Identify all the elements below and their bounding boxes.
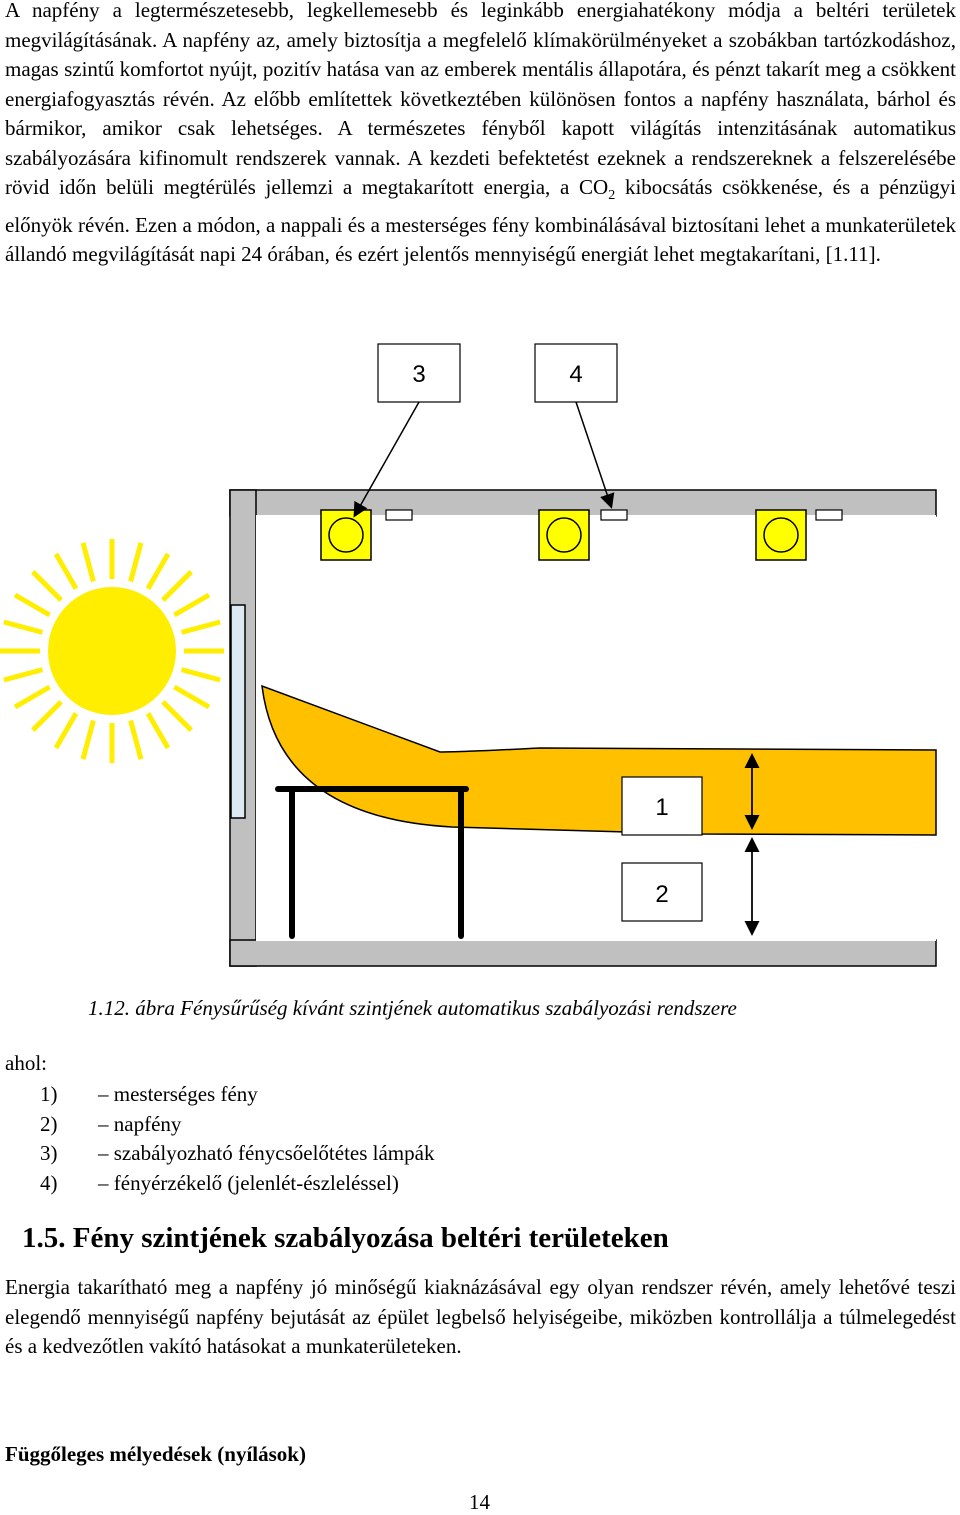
sun-ray	[53, 712, 79, 750]
sun-ray	[180, 667, 221, 683]
co2-subscript: 2	[608, 188, 616, 204]
light-sensor	[600, 509, 628, 521]
label-4: 4	[569, 361, 582, 388]
label-box-3: 3	[377, 343, 461, 403]
dimmable-lamp	[755, 509, 807, 561]
pointer-arrow-3	[353, 401, 420, 518]
dimmable-lamp	[320, 509, 372, 561]
intro-paragraph-text-end: kibocsátás csökkenése, és a pénzügyi elő…	[5, 175, 956, 267]
figure-caption: 1.12. ábra Fénysűrűség kívánt szintjének…	[88, 996, 737, 1020]
label-2: 2	[655, 881, 668, 908]
sun-ray	[3, 667, 44, 683]
section-paragraph: Energia takarítható meg a napfény jó min…	[5, 1275, 956, 1358]
sun-ray	[3, 619, 44, 635]
intro-paragraph: A napfény a legtermészetesebb, legkellem…	[5, 0, 956, 270]
sun-ray	[173, 592, 211, 618]
legend-item: 3)– szabályozható fénycsőelőtétes lámpák	[40, 1141, 435, 1165]
sun-ray	[13, 684, 51, 710]
label-box-1: 1	[621, 776, 703, 836]
sun-ray	[145, 712, 171, 750]
intro-paragraph-text: A napfény a legtermészetesebb, legkellem…	[5, 0, 956, 199]
sun-ray	[173, 684, 211, 710]
legend-item: 2)– napfény	[40, 1111, 182, 1136]
light-sensor	[385, 509, 413, 521]
sun-ray	[31, 700, 63, 732]
label-3: 3	[412, 361, 425, 388]
daylight-control-diagram: 3 4 1 2	[0, 343, 937, 967]
sun-ray	[80, 719, 96, 760]
sun-ray	[31, 570, 63, 602]
window	[230, 604, 246, 819]
section-heading: 1.5. Fény szintjének szabályozása beltér…	[22, 1222, 669, 1254]
sun-ray	[13, 592, 51, 618]
label-box-2: 2	[621, 862, 703, 922]
sun-ray	[161, 700, 193, 732]
pointer-arrow-4	[575, 401, 615, 509]
legend-list: 1)– mesterséges fény 2)– napfény 3)– sza…	[40, 1080, 434, 1198]
desk	[275, 786, 469, 939]
sun-ray	[53, 552, 79, 590]
sun-ray	[145, 552, 171, 590]
legend-intro: ahol:	[5, 1051, 47, 1075]
sun-ray	[128, 719, 144, 760]
sun-ray	[128, 542, 144, 583]
sun-ray	[80, 542, 96, 583]
dimmable-lamp	[538, 509, 590, 561]
legend-item: 1)– mesterséges fény	[40, 1082, 258, 1106]
label-box-4: 4	[534, 343, 618, 403]
sun-ray	[180, 619, 221, 635]
label-1: 1	[655, 794, 668, 821]
page-number: 14	[469, 1490, 490, 1514]
subheading: Függőleges mélyedések (nyílások)	[5, 1442, 306, 1466]
sun-ray	[161, 570, 193, 602]
light-sensor	[815, 509, 843, 521]
legend-item: 4)– fényérzékelő (jelenlét-észleléssel)	[40, 1170, 399, 1195]
sun-icon	[0, 539, 224, 763]
